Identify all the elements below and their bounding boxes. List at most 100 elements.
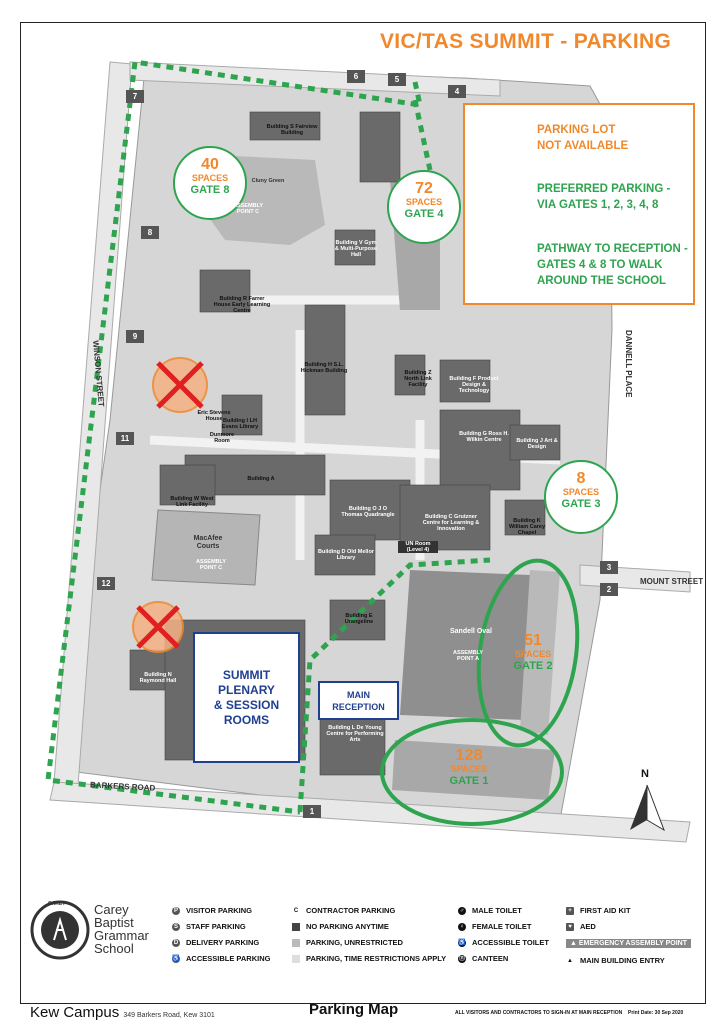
gate-4-tag: 4	[448, 85, 466, 98]
building-v-shape	[334, 229, 376, 266]
reception-line2: RECEPTION	[332, 701, 385, 712]
building-h-label: Building H S.L. Hickman Building	[300, 362, 348, 375]
lot-gate3-unit: SPACES	[562, 486, 600, 497]
dunmore-label: Dunmore Room	[209, 432, 235, 445]
building-w-label: Building W West Link Facility	[170, 496, 214, 509]
building-g-label: Building G Ross H. Wilkin Centre	[459, 431, 509, 444]
key-accessible-toilet-text: ACCESSIBLE TOILET	[472, 938, 549, 947]
gate-11-tag: 11	[116, 432, 134, 445]
pathway-reception	[297, 557, 491, 813]
building-n-label: Building N Raymond Hall	[139, 672, 177, 685]
cluny-green-label: Cluny Green	[251, 178, 285, 184]
key-time-restricted-text: PARKING, TIME RESTRICTIONS APPLY	[306, 954, 447, 963]
lot-gate1-label: 128 SPACES GATE 1	[439, 747, 499, 788]
key-accessible-parking: ♿ACCESSIBLE PARKING	[172, 954, 270, 964]
key-entry: ▲MAIN BUILDING ENTRY	[566, 956, 665, 966]
emergency-assembly-icon: ▲ EMERGENCY ASSEMBLY POINT	[566, 939, 692, 948]
key-staff-text: STAFF PARKING	[186, 922, 246, 931]
north-label: N	[641, 768, 649, 780]
key-aed-text: AED	[580, 922, 596, 931]
summit-line4: ROOMS	[223, 712, 270, 727]
legend-preferred-l1: PREFERRED PARKING -	[537, 183, 671, 195]
barkers-road-road	[49, 781, 691, 843]
key-male-toilet-text: MALE TOILET	[472, 906, 522, 915]
mount-street-label: MOUNT STREET	[640, 577, 704, 586]
contractor-parking-icon: C	[292, 907, 300, 916]
legend-pathway-l3: AROUND THE SCHOOL	[537, 275, 667, 287]
assembly-c-label-2: ASSEMBLY POINT C	[196, 559, 227, 572]
key-canteen: ⑪ CANTEEN	[458, 954, 509, 964]
building-e-shape	[329, 599, 386, 641]
building-f-shape	[439, 359, 491, 403]
legend-panel: PARKING LOT NOT AVAILABLE PREFERRED PARK…	[463, 103, 695, 305]
staff-parking-icon: S	[172, 923, 180, 932]
building-o-label: Building O J O Thomas Quadrangle	[341, 506, 395, 519]
building-w-shape	[159, 464, 216, 506]
building-f-label: Building F Product Design & Technology	[449, 376, 499, 395]
accessible-parking-icon: ♿	[172, 955, 180, 964]
north-arrow-icon	[630, 784, 665, 832]
lot-gate1-spaces: 128	[455, 747, 483, 764]
un-room-label: UN Room (Level 4)	[398, 541, 438, 554]
legend-not-available: PARKING LOT NOT AVAILABLE	[537, 122, 628, 154]
logo-line4: School	[94, 941, 134, 956]
lot-gate8-unit: SPACES	[191, 172, 229, 183]
logo-ring-text: CAREY	[48, 901, 66, 907]
building-k-shape	[504, 499, 546, 536]
gate3-lot-circle	[544, 460, 618, 534]
print-date: Print Date: 30 Sep 2020	[628, 1010, 684, 1016]
canteen-icon: ⑪	[458, 955, 466, 964]
building-l-label: Building L De Young Centre for Performin…	[326, 725, 384, 744]
campus-address: 349 Barkers Road, Kew 3101	[123, 1012, 215, 1019]
key-time-restricted: PARKING, TIME RESTRICTIONS APPLY	[292, 954, 447, 964]
main-entry-icon: ▲	[566, 957, 574, 966]
building-g-shape	[439, 409, 521, 491]
lot-gate1-gate: GATE 1	[449, 775, 489, 788]
summit-line2: PLENARY	[218, 682, 275, 697]
summit-line1: SUMMIT	[222, 667, 271, 682]
building-z-shape	[394, 354, 426, 396]
map-title: Parking Map	[309, 1001, 399, 1018]
building-s-label: Building S Fairview Building	[266, 124, 318, 137]
building-j-label: Building J Art & Design	[516, 438, 558, 451]
gate2-lot-ellipse	[476, 558, 580, 748]
page-frame	[20, 22, 706, 1004]
dannell-place-label: DANNELL PLACE	[624, 330, 633, 398]
key-no-parking: NO PARKING ANYTIME	[292, 922, 389, 932]
legend-not-available-l2: NOT AVAILABLE	[537, 140, 629, 152]
lot-gate8-gate: GATE 8	[190, 184, 230, 197]
key-unrestricted-text: PARKING, UNRESTRICTED	[306, 938, 403, 947]
lot-gate4-gate: GATE 4	[404, 208, 444, 221]
building-k-label: Building K William Carey Chapel	[508, 518, 546, 537]
key-emergency-text: EMERGENCY ASSEMBLY POINT	[578, 940, 688, 947]
carey-logo-icon	[30, 900, 90, 960]
school-logo-text: Carey Baptist Grammar School	[94, 903, 149, 955]
key-delivery-text: DELIVERY PARKING	[186, 938, 260, 947]
key-contractor-text: CONTRACTOR PARKING	[306, 906, 396, 915]
unrestricted-parking-icon	[292, 939, 300, 948]
reception-line1: MAIN	[346, 689, 370, 700]
assembly-a-label: ASSEMBLY POINT A	[452, 650, 484, 663]
gate-8-tag: 8	[141, 226, 159, 239]
key-emergency: ▲ EMERGENCY ASSEMBLY POINT	[566, 938, 692, 948]
gate-9-tag: 9	[126, 330, 144, 343]
female-toilet-icon: ♀	[458, 923, 466, 932]
key-accessible-toilet: ♿ACCESSIBLE TOILET	[458, 938, 549, 948]
campus-name: Kew Campus	[30, 1004, 120, 1021]
key-no-parking-text: NO PARKING ANYTIME	[306, 922, 389, 931]
building-d-label: Building D Old Mellor Library	[318, 549, 374, 562]
building-r-shape	[199, 269, 251, 313]
key-canteen-text: CANTEEN	[472, 954, 509, 963]
macafee-courts-area	[151, 509, 261, 586]
time-restricted-parking-icon	[292, 955, 300, 964]
pathway-gate8	[45, 59, 424, 815]
building-h-shape	[304, 304, 346, 416]
building-a-label: Building A	[247, 476, 275, 482]
key-unrestricted: PARKING, UNRESTRICTED	[292, 938, 403, 948]
building-i-shape	[221, 394, 263, 436]
lot-gate1-unit: SPACES	[450, 763, 488, 774]
logo-line3: Grammar	[94, 928, 149, 943]
lot-gate4-spaces: 72	[415, 180, 433, 197]
not-available-lot-1	[152, 357, 208, 413]
